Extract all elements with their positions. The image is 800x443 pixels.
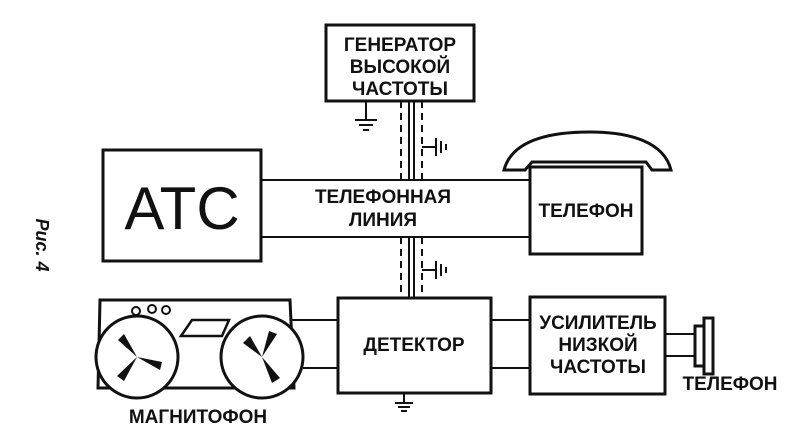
- ats-box: [101, 148, 263, 263]
- detector-box: [336, 296, 493, 395]
- left-reel-icon: [94, 314, 180, 400]
- telephone-line-label-1: ТЕЛЕФОННАЯ: [315, 187, 451, 208]
- handset-icon: [502, 130, 673, 172]
- ground-icon: [422, 138, 447, 156]
- ground-icon: [395, 393, 413, 412]
- telephone-label: ТЕЛЕФОН: [539, 201, 634, 222]
- shielded-cable-lower: [400, 237, 423, 298]
- amplifier-box: [528, 295, 667, 396]
- generator-label-3: ЧАСТОТЫ: [352, 79, 448, 100]
- ground-icon: [422, 261, 447, 279]
- generator-label-1: ГЕНЕРАТОР: [344, 35, 457, 56]
- amplifier-label-3: ЧАСТОТЫ: [550, 357, 646, 378]
- figure-caption: Рис. 4: [32, 218, 52, 271]
- telephone-box: [528, 165, 644, 256]
- generator-label-2: ВЫСОКОЙ: [350, 56, 450, 78]
- amplifier-label-2: НИЗКОЙ: [558, 334, 637, 356]
- earphone-icon: [665, 316, 715, 376]
- ats-label: АТС: [124, 175, 239, 242]
- amplifier-label-1: УСИЛИТЕЛЬ: [539, 313, 656, 334]
- ground-icon: [355, 101, 377, 131]
- shielded-cable-upper: [400, 101, 423, 180]
- generator-box: [324, 23, 476, 103]
- detector-label: ДЕТЕКТОР: [363, 335, 464, 356]
- right-reel-icon: [219, 314, 305, 400]
- telephone-line-band: [262, 179, 530, 238]
- tape-recorder-label: МАГНИТОФОН: [129, 407, 267, 428]
- telephone-line-label-2: ЛИНИЯ: [349, 210, 417, 231]
- earphone-label: ТЕЛЕФОН: [683, 374, 778, 395]
